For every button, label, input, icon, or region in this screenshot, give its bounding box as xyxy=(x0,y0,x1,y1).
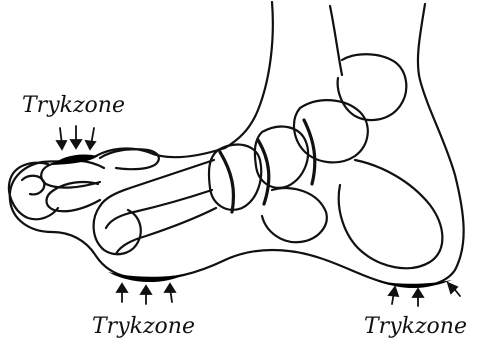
pressure-label-toe: Trykzone xyxy=(22,95,125,117)
arrow-up-icon xyxy=(448,283,460,296)
joint-line-3 xyxy=(220,152,234,212)
ankle-bone xyxy=(338,54,407,120)
arrow-up-icon xyxy=(389,287,398,304)
cuboid-bone xyxy=(262,188,327,242)
navicular-bone xyxy=(255,127,308,188)
leg-outline-back xyxy=(395,4,464,287)
pressure-zone-ball xyxy=(108,272,186,282)
arrow-up-icon xyxy=(413,289,423,306)
metatarsal-head xyxy=(94,206,141,254)
pressure-arrows xyxy=(57,126,460,306)
arrow-up-icon xyxy=(165,284,175,302)
metatarsal-2 xyxy=(106,190,212,228)
metatarsal-1 xyxy=(100,160,214,206)
arrow-up-icon xyxy=(141,286,151,304)
pressure-label-ball: Trykzone xyxy=(92,316,195,338)
cuneiform-bone xyxy=(209,145,261,210)
talus-bone xyxy=(294,100,368,162)
arrow-down-icon xyxy=(57,128,66,149)
pressure-label-heel: Trykzone xyxy=(364,316,467,338)
joint-line-2 xyxy=(258,140,269,204)
arrow-down-icon xyxy=(71,126,81,148)
arrow-up-icon xyxy=(117,284,127,302)
toe-nail-bone xyxy=(22,176,44,195)
fibula-outline xyxy=(330,6,342,75)
arrow-down-icon xyxy=(86,128,95,149)
calcaneus-bone xyxy=(339,160,443,268)
leg-outline-front xyxy=(225,2,273,148)
metatarsal-3 xyxy=(116,208,216,254)
